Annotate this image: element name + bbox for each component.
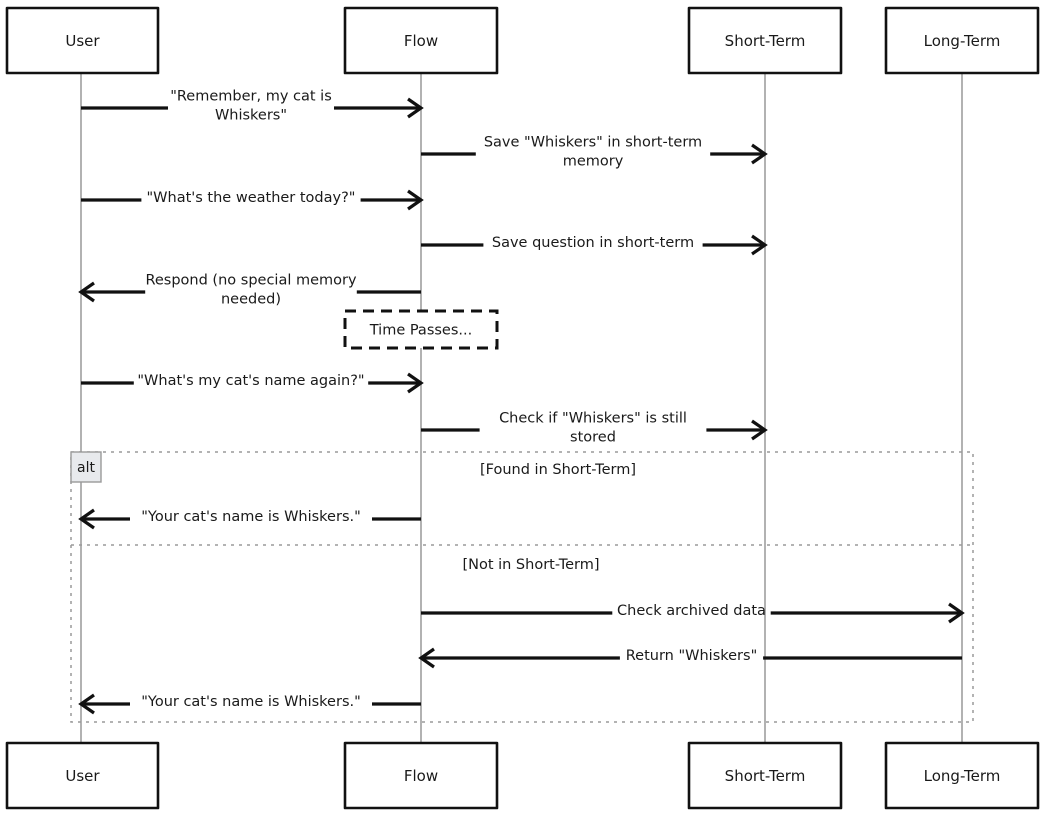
note-time-passes: Time Passes... bbox=[343, 309, 499, 350]
actor-short-top[interactable]: Short-Term bbox=[687, 6, 843, 75]
actor-box bbox=[343, 741, 499, 810]
notes-layer: Time Passes... bbox=[343, 309, 499, 350]
message-label: "Your cat's name is Whiskers." bbox=[141, 509, 361, 525]
fragment-condition-cond-notfound: [Not in Short-Term] bbox=[462, 557, 599, 573]
message-m10[interactable]: Return "Whiskers" bbox=[418, 647, 962, 669]
note-border bbox=[343, 309, 499, 350]
message-m4[interactable]: Save question in short-term bbox=[421, 234, 768, 256]
actor-box bbox=[687, 741, 843, 810]
actor-label: Long-Term bbox=[924, 32, 1001, 50]
actor-label: Long-Term bbox=[924, 767, 1001, 785]
message-m11[interactable]: "Your cat's name is Whiskers." bbox=[78, 693, 421, 715]
message-label: "What's my cat's name again?" bbox=[137, 373, 364, 389]
actor-short-bottom[interactable]: Short-Term bbox=[687, 741, 843, 810]
message-label: Return "Whiskers" bbox=[626, 648, 758, 664]
actor-label: Short-Term bbox=[725, 32, 806, 50]
fragments-layer: alt [Found in Short-Term] [Not in Short-Te… bbox=[70, 451, 974, 723]
message-arrowhead bbox=[751, 234, 768, 256]
actor-label: User bbox=[65, 32, 100, 50]
note-label: Time Passes... bbox=[369, 323, 472, 339]
actor-box bbox=[884, 6, 1040, 75]
fragment-condition-cond-found: [Found in Short-Term] bbox=[480, 462, 636, 478]
actor-box bbox=[884, 741, 1040, 810]
message-label: "What's the weather today?" bbox=[147, 190, 356, 206]
actor-label: Short-Term bbox=[725, 767, 806, 785]
message-arrowhead bbox=[948, 602, 965, 624]
actor-box bbox=[5, 741, 160, 810]
message-arrowhead bbox=[78, 693, 95, 715]
actor-label: User bbox=[65, 767, 100, 785]
fragment-tag-box bbox=[70, 451, 102, 483]
fragment-tag-label: alt bbox=[77, 460, 95, 476]
actor-flow-top[interactable]: Flow bbox=[343, 6, 499, 75]
message-m6[interactable]: "What's my cat's name again?" bbox=[81, 372, 424, 394]
message-arrowhead bbox=[751, 143, 768, 165]
actor-user-bottom[interactable]: User bbox=[5, 741, 160, 810]
actor-box bbox=[687, 6, 843, 75]
actor-label: Flow bbox=[404, 32, 438, 50]
fragment-outline bbox=[70, 451, 974, 723]
actor-user-top[interactable]: User bbox=[5, 6, 160, 75]
actor-box bbox=[5, 6, 160, 75]
message-label: Check archived data bbox=[617, 603, 766, 619]
message-m9[interactable]: Check archived data bbox=[421, 602, 965, 624]
message-arrowhead bbox=[407, 189, 424, 211]
message-arrowhead bbox=[751, 419, 768, 441]
message-arrowhead bbox=[418, 647, 435, 669]
lifelines-layer bbox=[80, 73, 963, 743]
actor-long-top[interactable]: Long-Term bbox=[884, 6, 1040, 75]
message-arrowhead bbox=[78, 281, 95, 303]
message-arrowhead bbox=[407, 372, 424, 394]
fragment-alt-memory-lookup: alt [Found in Short-Term] [Not in Short-Te… bbox=[70, 451, 974, 723]
message-m3[interactable]: "What's the weather today?" bbox=[81, 189, 424, 211]
actor-long-bottom[interactable]: Long-Term bbox=[884, 741, 1040, 810]
message-label: "Your cat's name is Whiskers." bbox=[141, 694, 361, 710]
actor-box bbox=[343, 6, 499, 75]
actor-label: Flow bbox=[404, 767, 438, 785]
actor-flow-bottom[interactable]: Flow bbox=[343, 741, 499, 810]
message-m8[interactable]: "Your cat's name is Whiskers." bbox=[78, 508, 421, 530]
message-label: Save question in short-term bbox=[492, 235, 694, 251]
message-arrowhead bbox=[78, 508, 95, 530]
message-arrowhead bbox=[407, 97, 424, 119]
